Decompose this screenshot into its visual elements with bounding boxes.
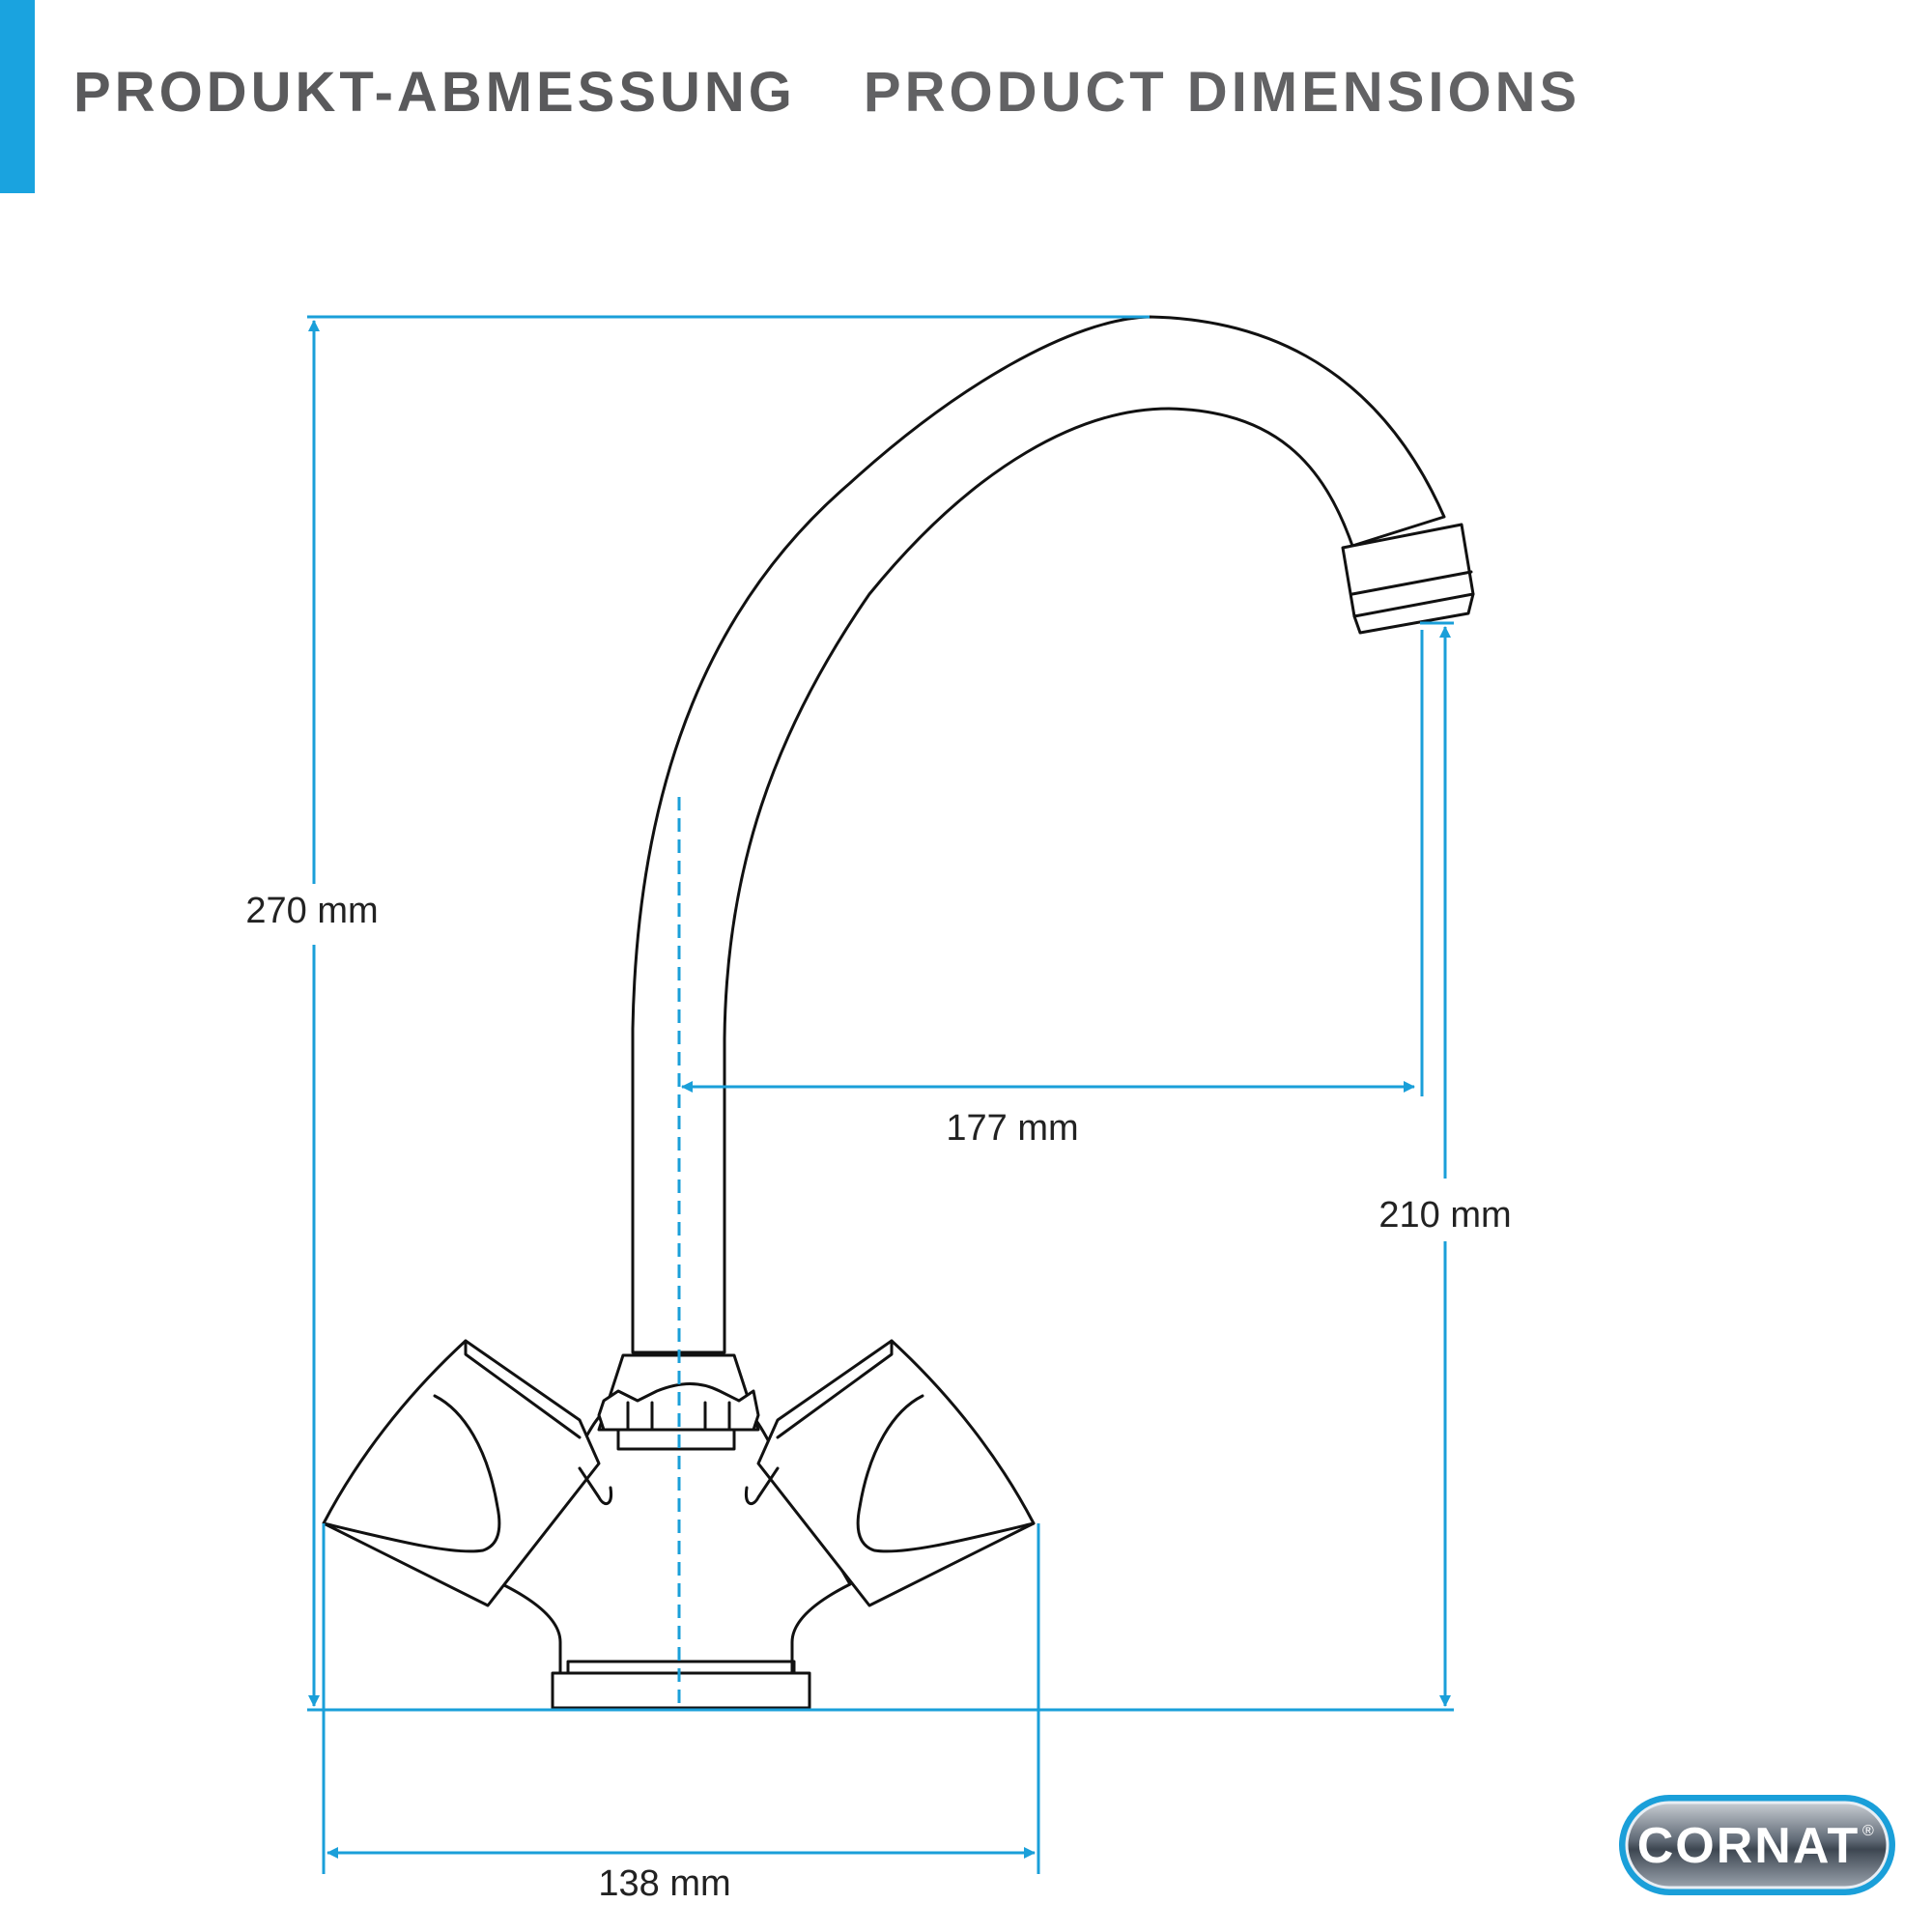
spout-reach-label: 177 mm bbox=[946, 1108, 1078, 1149]
right-handle bbox=[744, 1339, 1036, 1607]
base-plate bbox=[551, 1671, 811, 1710]
registered-mark: ® bbox=[1862, 1823, 1874, 1839]
left-handle bbox=[322, 1339, 613, 1607]
faucet-outline-icon bbox=[322, 315, 1475, 1710]
cornat-logo-icon: CORNAT ® bbox=[1619, 1795, 1895, 1895]
base-width-label: 138 mm bbox=[598, 1863, 730, 1904]
brand-name: CORNAT bbox=[1637, 1818, 1861, 1874]
dimension-lines bbox=[307, 315, 1454, 1874]
accent-bar bbox=[0, 0, 35, 193]
outlet-height-label: 210 mm bbox=[1378, 1195, 1511, 1236]
spout bbox=[631, 315, 1446, 1354]
title-german: PRODUKT-ABMESSUNG bbox=[73, 61, 796, 124]
page-title: PRODUKT-ABMESSUNG PRODUCT DIMENSIONS bbox=[73, 60, 1580, 125]
title-english: PRODUCT DIMENSIONS bbox=[863, 61, 1581, 124]
total-height-label: 270 mm bbox=[245, 891, 378, 931]
